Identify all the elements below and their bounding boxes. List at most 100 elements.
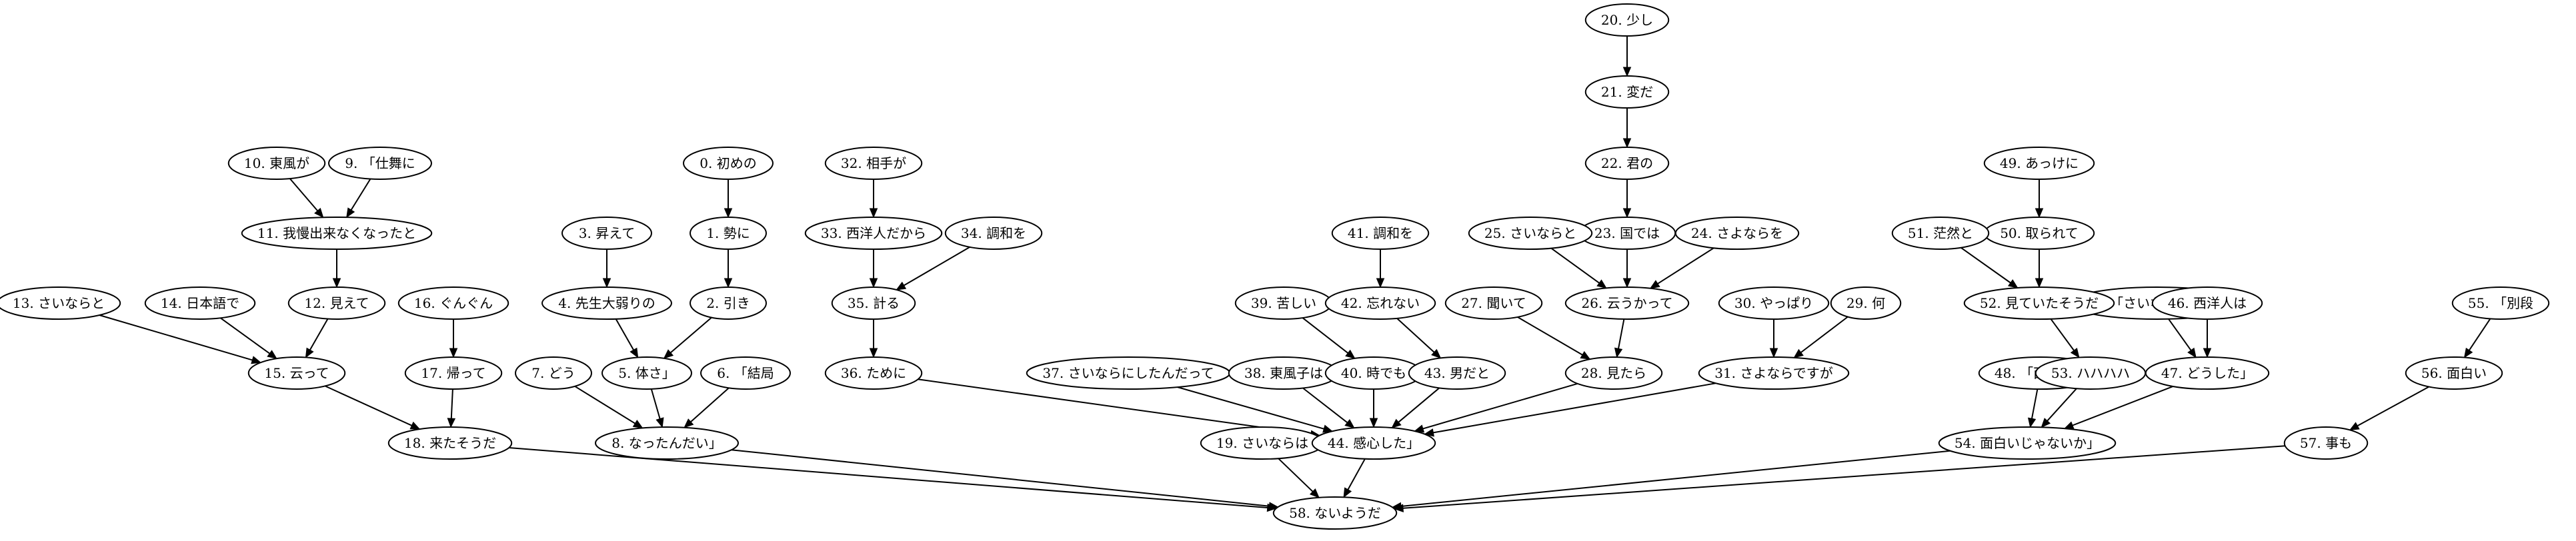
node-ellipse bbox=[2283, 426, 2369, 460]
node-label: 21. 変だ bbox=[1601, 84, 1653, 100]
node-ellipse bbox=[1564, 356, 1663, 390]
node-label: 8. なったんだい」 bbox=[611, 435, 722, 451]
node-ellipse bbox=[2151, 286, 2263, 320]
edge-line bbox=[904, 247, 970, 286]
graph-edge bbox=[449, 319, 458, 358]
graph-node: 50. 取られて bbox=[1983, 217, 2095, 250]
node-label: 11. 我慢出来なくなったと bbox=[257, 225, 416, 241]
node-label: 28. 見たら bbox=[1581, 365, 1646, 381]
node-label: 0. 初めの bbox=[700, 155, 756, 171]
edge-line bbox=[1402, 445, 2285, 509]
edge-line bbox=[650, 388, 661, 419]
node-ellipse bbox=[541, 286, 672, 320]
edge-line bbox=[1177, 386, 1324, 430]
edge-line bbox=[450, 388, 453, 419]
graph-edge bbox=[332, 249, 341, 288]
graph-node: 24. さよならを bbox=[1674, 217, 1800, 250]
graph-node: 13. さいならと bbox=[0, 286, 121, 320]
node-label: 14. 日本語で bbox=[161, 295, 239, 311]
arrow-head bbox=[656, 417, 664, 428]
graph-node: 56. 面白い bbox=[2405, 356, 2503, 390]
node-ellipse bbox=[944, 217, 1043, 250]
arrow-head bbox=[2070, 347, 2080, 358]
edge-line bbox=[1618, 318, 1625, 349]
graph-node: 17. 帰って bbox=[404, 356, 503, 390]
arrow-head bbox=[869, 278, 878, 288]
arrow-head bbox=[2187, 347, 2197, 358]
graph-node: 25. さいならと bbox=[1468, 217, 1593, 250]
graph-edge bbox=[1961, 247, 2019, 288]
graph-edge bbox=[602, 249, 611, 288]
node-ellipse bbox=[387, 426, 513, 460]
node-label: 23. 国では bbox=[1594, 225, 1660, 241]
graph-edge bbox=[1517, 316, 1591, 360]
node-label: 17. 帰って bbox=[421, 365, 485, 381]
graph-edge bbox=[305, 318, 329, 358]
arrow-head bbox=[346, 207, 355, 219]
arrow-head bbox=[724, 278, 733, 288]
edge-line bbox=[1396, 318, 1435, 353]
node-ellipse bbox=[1983, 147, 2095, 180]
edges-layer bbox=[99, 36, 2491, 513]
node-label: 46. 西洋人は bbox=[2168, 295, 2247, 311]
node-label: 2. 引き bbox=[706, 295, 750, 311]
graph-node: 31. さよならですが bbox=[1698, 356, 1850, 390]
graph-node: 33. 西洋人だから bbox=[804, 217, 943, 250]
graph-node: 49. あっけに bbox=[1983, 147, 2095, 180]
arrow-head bbox=[1309, 488, 1320, 498]
arrow-head bbox=[1345, 349, 1356, 359]
node-ellipse bbox=[1584, 147, 1670, 180]
node-label: 57. 事も bbox=[2300, 435, 2352, 451]
node-label: 47. どうした」 bbox=[2161, 365, 2253, 381]
node-ellipse bbox=[1698, 356, 1850, 390]
node-label: 53. ハハハハ bbox=[2051, 365, 2130, 381]
arrow-head bbox=[2035, 278, 2044, 288]
edge-line bbox=[1302, 387, 1348, 424]
edge-line bbox=[2050, 318, 2075, 351]
node-label: 41. 調和を bbox=[1348, 225, 1413, 241]
graph-node: 8. なったんだい」 bbox=[595, 426, 739, 460]
node-label: 7. どう bbox=[531, 365, 575, 381]
node-label: 49. あっけに bbox=[2000, 155, 2079, 171]
edge-line bbox=[670, 316, 712, 354]
graph-node: 37. さいならにしたんだって bbox=[1026, 356, 1231, 390]
graph-node: 32. 相手が bbox=[824, 147, 923, 180]
edge-line bbox=[1550, 247, 1600, 284]
graph-edge bbox=[869, 319, 878, 358]
edge-line bbox=[2468, 318, 2491, 351]
graph-node: 38. 東風子は bbox=[1228, 356, 1340, 390]
graph-edge bbox=[724, 179, 733, 219]
arrow-head bbox=[447, 418, 456, 428]
arrow-head bbox=[1580, 350, 1591, 360]
edge-line bbox=[1398, 387, 1440, 423]
graph-edge bbox=[1622, 36, 1632, 77]
graph-node: 2. 引き bbox=[690, 286, 767, 320]
node-ellipse bbox=[328, 147, 432, 180]
graph-node: 0. 初めの bbox=[683, 147, 774, 180]
graph-edge bbox=[99, 314, 262, 364]
edge-line bbox=[1800, 316, 1848, 353]
node-ellipse bbox=[601, 356, 692, 390]
arrow-head bbox=[1622, 67, 1632, 77]
graph-node: 36. ために bbox=[824, 356, 923, 390]
graph-edge bbox=[2027, 388, 2039, 428]
arrow-head bbox=[2203, 348, 2212, 358]
graph-edge bbox=[220, 317, 277, 359]
graph-node: 4. 先生大弱りの bbox=[541, 286, 672, 320]
graph-edge bbox=[325, 385, 421, 430]
graph-node: 12. 見えて bbox=[287, 286, 386, 320]
arrow-head bbox=[449, 348, 458, 358]
node-label: 50. 取られて bbox=[2000, 225, 2079, 241]
node-label: 24. さよならを bbox=[1691, 225, 1783, 241]
arrow-head bbox=[2063, 421, 2075, 430]
node-ellipse bbox=[1830, 286, 1902, 320]
arrow-head bbox=[663, 349, 674, 359]
graph-edge bbox=[1393, 445, 2285, 513]
graph-edge bbox=[1622, 179, 1632, 219]
node-label: 13. さいならと bbox=[13, 295, 105, 311]
node-ellipse bbox=[144, 286, 256, 320]
node-label: 22. 君の bbox=[1601, 155, 1653, 171]
edge-line bbox=[350, 179, 371, 211]
node-ellipse bbox=[595, 426, 739, 460]
graph-edge bbox=[724, 249, 733, 288]
